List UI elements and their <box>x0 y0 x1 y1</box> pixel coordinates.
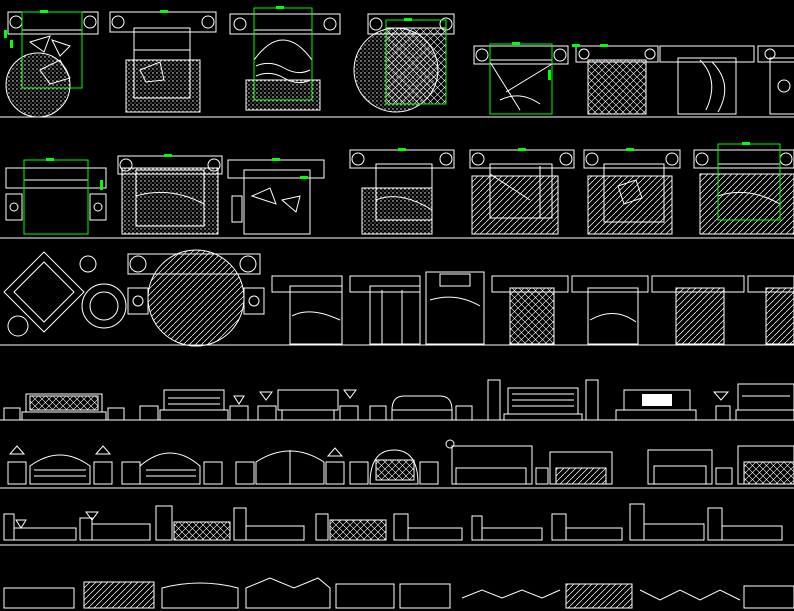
bed-plan-pillows-scattered <box>227 158 325 235</box>
side-bed-10 <box>707 507 783 541</box>
plan-beds-with-rugs-row-1 <box>5 6 794 118</box>
headboard-modern-box <box>445 439 549 485</box>
bed-plan-wide-rug <box>693 142 794 235</box>
bed-plan-dotted-cover <box>575 44 659 115</box>
bed-plan-greek-key-rug <box>583 148 681 235</box>
bed-plan-dotted-rug-2 <box>349 148 455 235</box>
bed-plan-circle-rug-crosshatch <box>353 13 455 113</box>
plan-beds-with-nightstands-row-2 <box>5 142 794 235</box>
headboard-ornate-2 <box>121 452 223 485</box>
side-bed-4 <box>233 507 305 541</box>
headboard-upholstered <box>549 449 733 485</box>
bed-plan-series-row-3 <box>271 271 794 345</box>
bed-plan-rotated-square <box>3 251 127 337</box>
bed-plan-round-bed <box>127 249 265 347</box>
side-bed-9 <box>629 503 705 541</box>
side-bed-1 <box>3 513 77 541</box>
bed-details-row-7 <box>3 577 794 609</box>
side-bed-5 <box>315 513 387 541</box>
bed-plan-fold-sheet <box>659 45 755 115</box>
side-bed-6 <box>393 513 463 541</box>
headboard-ornate-1 <box>7 445 113 485</box>
elevation-headboards-row-5 <box>7 439 794 485</box>
bed-plan-partial-edge <box>757 45 794 115</box>
bed-elevation-slatted <box>139 389 249 421</box>
bed-elevation-tufted <box>3 393 125 421</box>
side-elevation-beds-row-6 <box>3 503 783 541</box>
plan-special-beds-row-3 <box>3 249 794 347</box>
side-bed-8 <box>551 513 623 541</box>
dimension-markers <box>4 30 580 190</box>
bed-plan-diagonal-sheet <box>473 42 569 115</box>
side-bed-2 <box>79 511 151 541</box>
row-separators <box>0 116 794 546</box>
headboard-carved <box>349 449 439 485</box>
bed-plan-rect-rug <box>109 10 217 113</box>
bed-plan-paisley-rug <box>469 148 575 235</box>
bed-plan-twin-nightstands <box>5 158 107 235</box>
bed-elevation-board-headboard <box>487 379 599 421</box>
bed-plan-rug-curve <box>117 154 223 235</box>
bed-elevation-framed <box>615 389 731 421</box>
bed-plan-round-rug <box>5 10 99 118</box>
bed-plan-arched <box>229 6 341 111</box>
elevation-beds-row-4 <box>3 379 794 421</box>
side-bed-3 <box>155 505 231 541</box>
side-bed-7 <box>471 515 543 541</box>
headboard-arched-panel <box>235 447 345 485</box>
detail-frames <box>3 577 794 609</box>
bed-elevation-tall-headboard <box>735 383 794 421</box>
bed-elevation-panel <box>257 389 359 421</box>
headboard-edge <box>737 445 794 485</box>
bed-elevation-sofa-style <box>369 395 473 421</box>
